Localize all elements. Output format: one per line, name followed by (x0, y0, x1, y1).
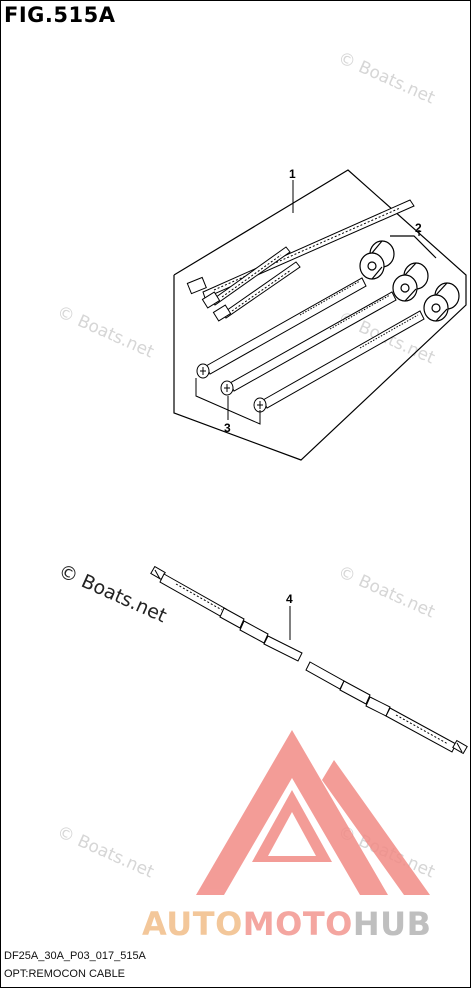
brand-part-auto: AUTO (142, 905, 243, 943)
figure-title: FIG.515A (4, 3, 116, 27)
cable-lower-section (305, 661, 468, 755)
spacer-group (359, 230, 460, 322)
cable-tie-short (212, 261, 301, 322)
leader-lines (227, 180, 294, 640)
remote-control-cable (150, 565, 468, 755)
bolt (196, 277, 367, 379)
brand-part-moto: MOTO (242, 905, 353, 943)
kit-box-outline (173, 169, 467, 461)
cable-tie-mid (201, 246, 291, 309)
callout-cable: 4 (286, 592, 293, 606)
bolt (220, 291, 397, 396)
brand-wordmark: AUTOMOTOHUB (142, 905, 432, 943)
brand-part-hub: HUB (352, 905, 432, 943)
model-code: DF25A_30A_P03_017_515A (4, 950, 146, 962)
bolt (253, 310, 425, 413)
cable-tie-group (186, 199, 415, 322)
callout-bolt: 3 (224, 421, 231, 435)
bolt-group (195, 277, 425, 425)
cable-upper-section (150, 565, 303, 662)
callout-spacer: 2 (415, 221, 422, 235)
callout-kit: 1 (289, 167, 296, 181)
spacer (359, 240, 395, 280)
brand-logo-icon (196, 730, 430, 895)
spacer (423, 282, 460, 322)
spacer (392, 262, 429, 302)
figure-description: OPT:REMOCON CABLE (4, 968, 126, 980)
